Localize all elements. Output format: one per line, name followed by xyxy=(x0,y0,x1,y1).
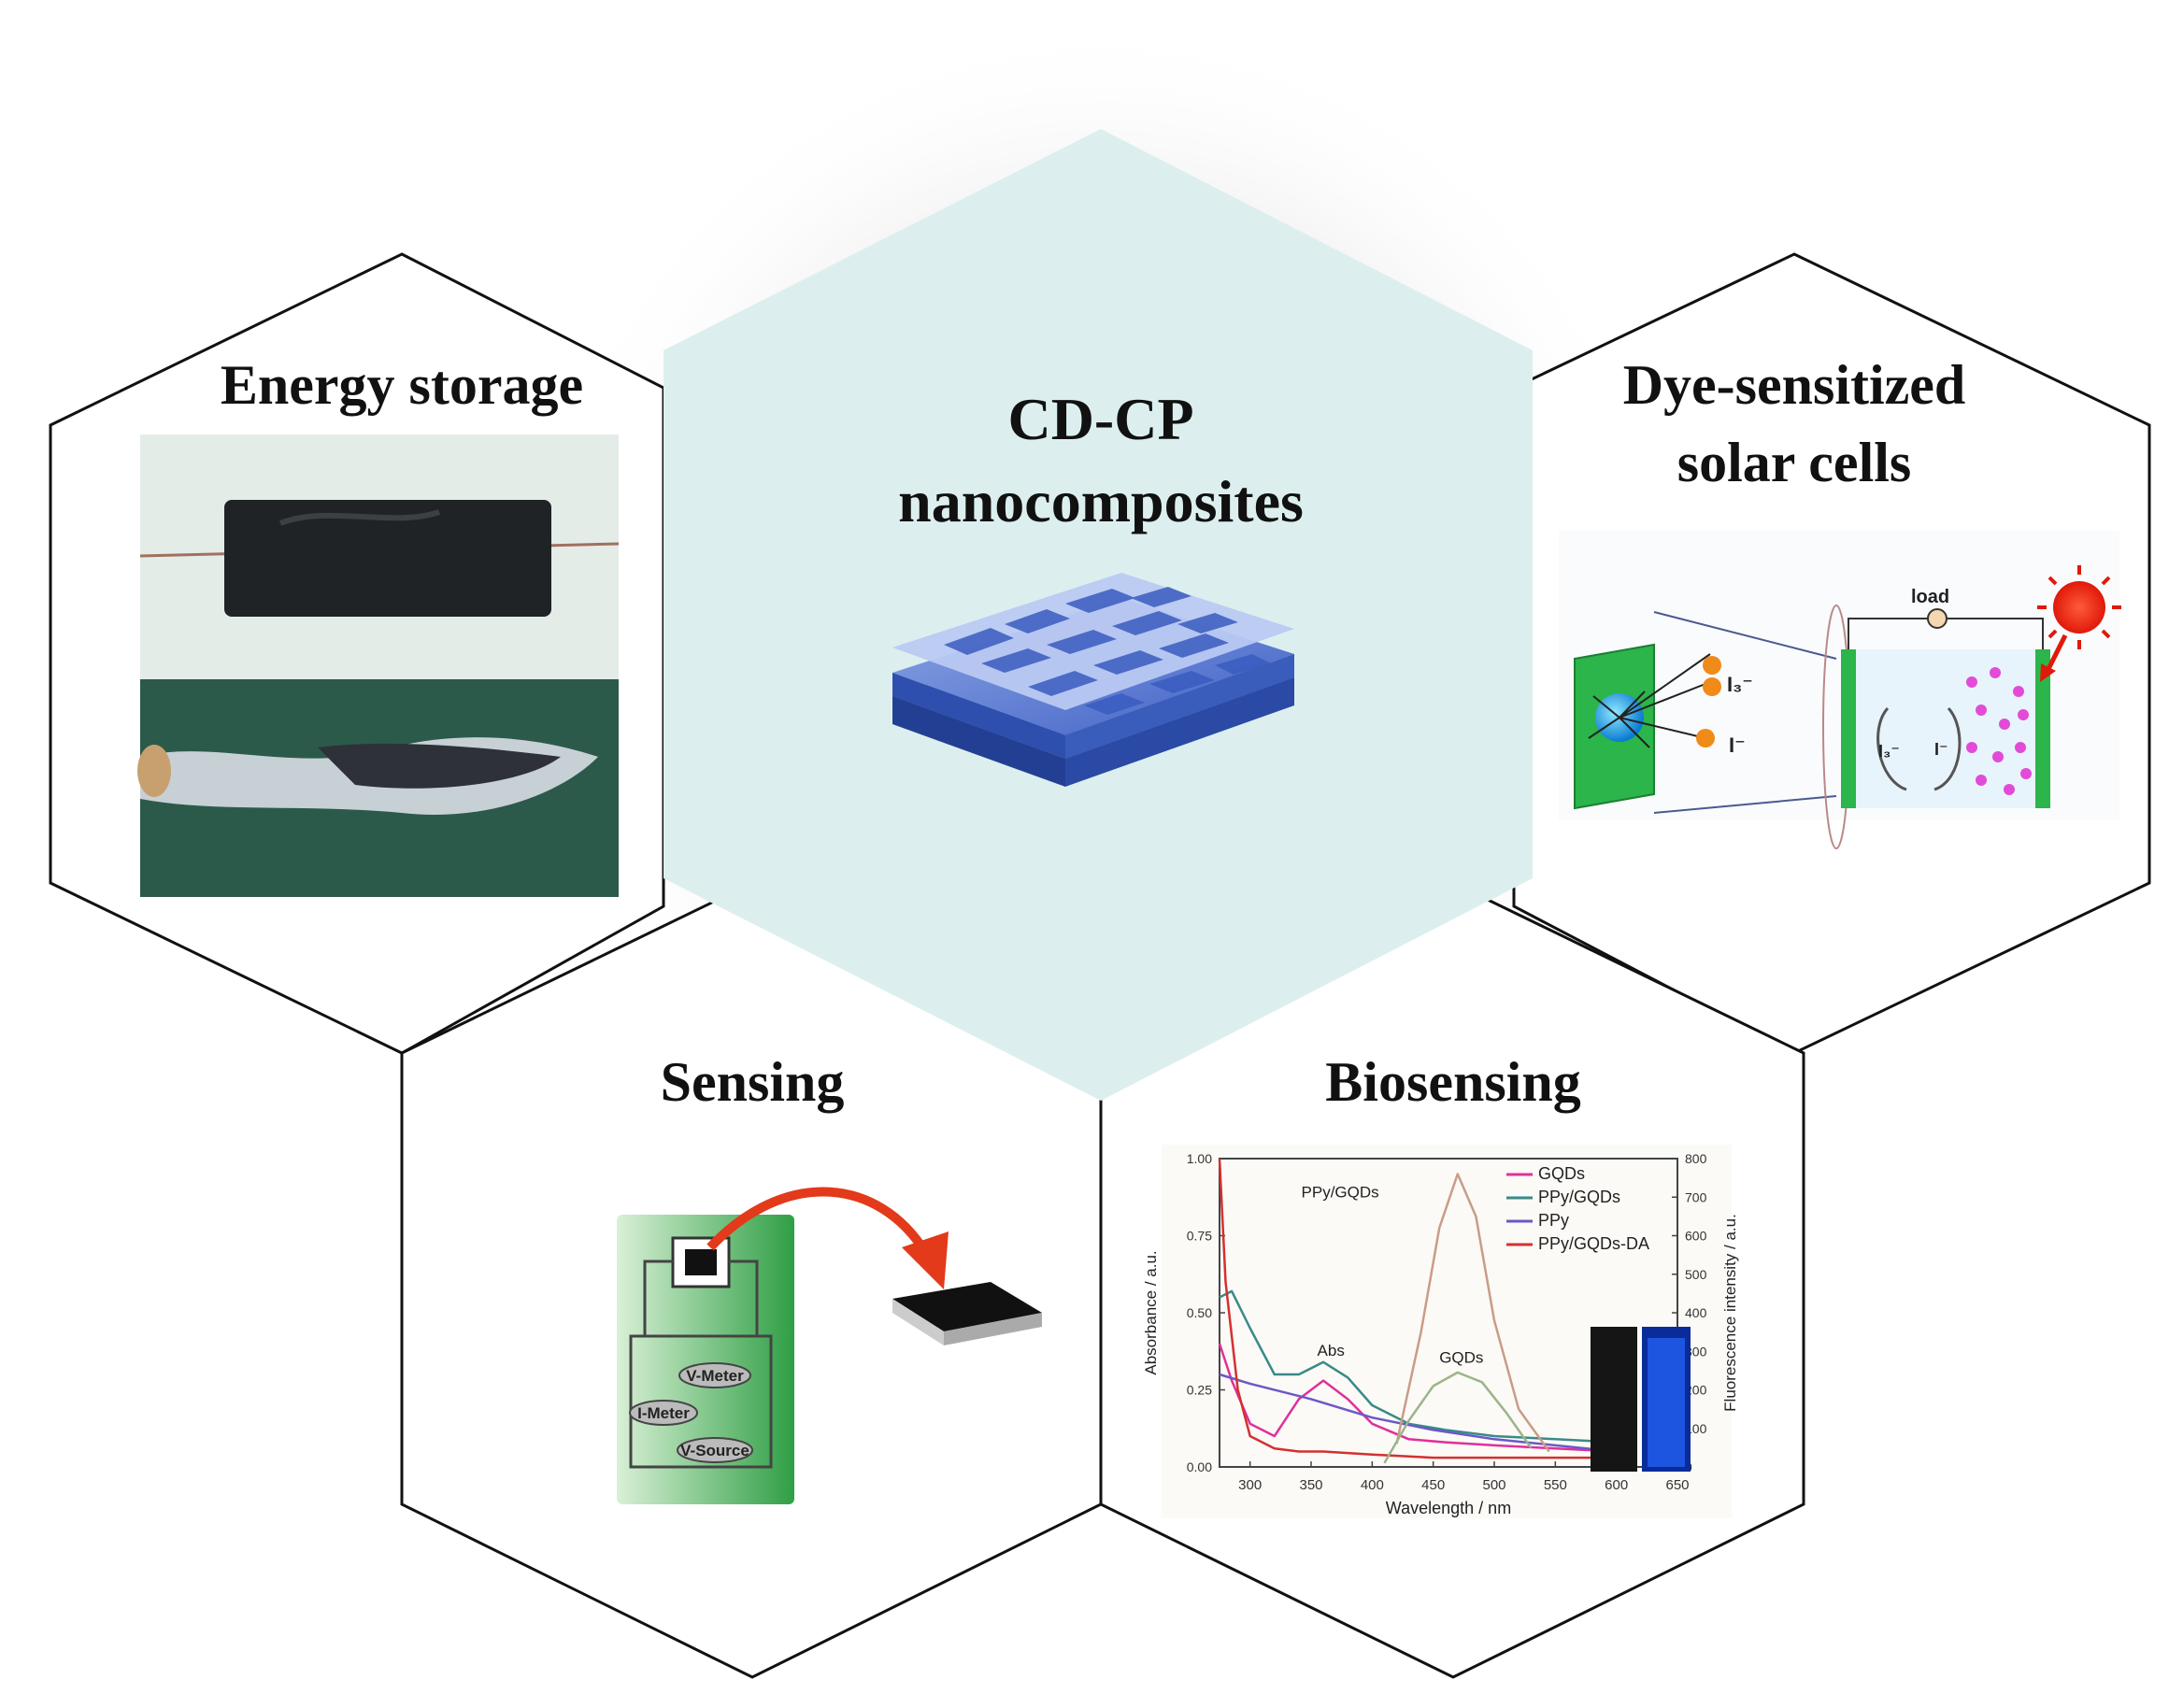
dssc-label-i-cell: I⁻ xyxy=(1934,740,1948,759)
cuvette-photo xyxy=(1591,1327,1691,1472)
x-tick-label: 600 xyxy=(1605,1477,1628,1493)
legend-entry: GQDs xyxy=(1538,1164,1585,1183)
energy-storage-title: Energy storage xyxy=(221,354,583,416)
center-title-line1: CD-CP xyxy=(1007,386,1193,452)
dssc-label-i3-cell: I₃⁻ xyxy=(1878,742,1900,761)
i-meter-label: I-Meter xyxy=(637,1404,690,1422)
dssc-label-i-left: I⁻ xyxy=(1729,733,1746,757)
legend-entry: PPy/GQDs-DA xyxy=(1538,1234,1649,1253)
y-left-tick-label: 0.50 xyxy=(1187,1305,1212,1320)
dssc-label-load: load xyxy=(1911,587,1949,607)
legend-entry: PPy xyxy=(1538,1211,1569,1230)
y-left-tick-label: 0.25 xyxy=(1187,1383,1212,1398)
y-right-tick-label: 500 xyxy=(1685,1267,1707,1282)
series-line-ppy-gqds-right xyxy=(1395,1173,1550,1453)
x-axis-label: Wavelength / nm xyxy=(1386,1499,1511,1517)
v-source-label: V-Source xyxy=(680,1442,749,1459)
annotation-ppy-gqds: PPy/GQDs xyxy=(1302,1183,1379,1201)
x-tick-label: 300 xyxy=(1238,1477,1262,1493)
sensing-circuit-diagram: V-Meter I-Meter V-Source xyxy=(617,1187,1042,1504)
dssc-schematic: I₃⁻ I⁻ load I₃⁻ I⁻ xyxy=(1559,531,2121,849)
y-left-tick-label: 1.00 xyxy=(1187,1151,1212,1166)
biosensing-title: Biosensing xyxy=(1325,1051,1580,1113)
legend-entry: PPy/GQDs xyxy=(1538,1188,1620,1206)
center-title-line2: nanocomposites xyxy=(898,468,1304,534)
sensing-title: Sensing xyxy=(661,1051,845,1113)
y-right-tick-label: 700 xyxy=(1685,1189,1707,1204)
x-tick-label: 550 xyxy=(1544,1477,1567,1493)
load-icon xyxy=(1927,608,1948,629)
series-line-ppy-gqds-da-left xyxy=(1218,1158,1617,1459)
y-left-tick-label: 0.00 xyxy=(1187,1459,1212,1474)
series-line-gqds-right xyxy=(1383,1371,1533,1464)
y-left-tick-label: 0.75 xyxy=(1187,1229,1212,1244)
v-meter-label: V-Meter xyxy=(686,1367,744,1385)
x-tick-label: 400 xyxy=(1361,1477,1384,1493)
x-tick-label: 650 xyxy=(1665,1477,1689,1493)
y-right-tick-label: 600 xyxy=(1685,1229,1707,1244)
y-right-tick-label: 800 xyxy=(1685,1151,1707,1166)
dssc-label-i3-left: I₃⁻ xyxy=(1727,673,1753,696)
energy-storage-photo xyxy=(137,434,620,897)
series-line-ppy-gqds-left xyxy=(1219,1289,1617,1444)
y-right-axis-label: Fluorescence intensity / a.u. xyxy=(1721,1214,1739,1412)
x-tick-label: 350 xyxy=(1299,1477,1322,1493)
dssc-title-line1: Dye-sensitized xyxy=(1623,354,1966,416)
x-tick-label: 450 xyxy=(1421,1477,1445,1493)
sun-icon xyxy=(2053,581,2105,633)
annotation-abs: Abs xyxy=(1318,1342,1345,1359)
series-line-gqds-left xyxy=(1218,1343,1617,1453)
nanocomposite-layers-illustration xyxy=(892,573,1294,787)
dssc-title-line2: solar cells xyxy=(1677,432,1912,493)
y-right-tick-label: 400 xyxy=(1685,1305,1707,1320)
annotation-gqds: GQDs xyxy=(1439,1349,1483,1367)
x-tick-label: 500 xyxy=(1482,1477,1505,1493)
arrow-icon xyxy=(902,1231,949,1289)
y-left-axis-label: Absorbance / a.u. xyxy=(1142,1250,1160,1374)
